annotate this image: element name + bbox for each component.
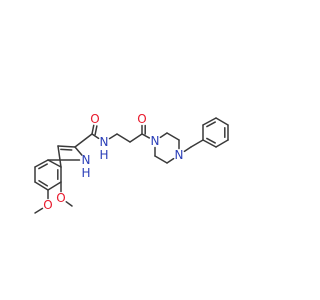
atom-o-meo4: O bbox=[56, 191, 65, 205]
single-bond bbox=[215, 139, 229, 148]
atom-symbol: O bbox=[90, 112, 99, 126]
double-bond-inner bbox=[94, 125, 98, 136]
single-bond bbox=[141, 133, 151, 139]
single-bond bbox=[215, 117, 229, 126]
single-bond bbox=[47, 181, 62, 191]
single-bond bbox=[91, 133, 100, 140]
single-bond bbox=[34, 207, 44, 214]
double-bond bbox=[202, 139, 217, 148]
double-bond-inner bbox=[38, 179, 49, 187]
atom-symbol: O bbox=[56, 191, 65, 205]
single-bond bbox=[65, 201, 73, 207]
atom-hydrogen: H bbox=[99, 148, 108, 162]
atom-n-pip1: N bbox=[151, 134, 160, 148]
single-bond bbox=[116, 133, 131, 143]
single-bond bbox=[166, 132, 180, 141]
single-bond bbox=[166, 157, 175, 164]
double-bond bbox=[57, 145, 76, 148]
double-bond bbox=[34, 181, 49, 191]
single-bond bbox=[74, 133, 93, 148]
atom-hydrogen: H bbox=[81, 166, 90, 180]
single-bond bbox=[57, 145, 62, 168]
atom-n-amide: NH bbox=[99, 135, 108, 162]
double-bond-inner bbox=[60, 148, 73, 151]
single-bond bbox=[47, 159, 62, 168]
single-bond bbox=[154, 155, 168, 164]
single-bond bbox=[159, 132, 168, 139]
atom-n-pip4: N bbox=[175, 148, 184, 162]
single-bond bbox=[129, 133, 143, 143]
single-bond bbox=[108, 133, 118, 140]
double-bond bbox=[34, 159, 49, 168]
single-bond bbox=[74, 146, 83, 156]
atom-o-meo5: O bbox=[43, 198, 52, 212]
atom-symbol: O bbox=[43, 198, 52, 212]
atom-symbol: N bbox=[82, 153, 91, 167]
single-bond bbox=[183, 146, 192, 153]
atom-o-amide: O bbox=[90, 112, 99, 126]
double-bond bbox=[91, 124, 95, 135]
bond-layer bbox=[34, 117, 229, 214]
atom-n-indole: NH bbox=[81, 153, 90, 180]
single-bond bbox=[190, 139, 204, 148]
atom-symbol: N bbox=[151, 134, 160, 148]
double-bond-inner bbox=[206, 137, 216, 144]
atom-symbol: N bbox=[175, 148, 184, 162]
double-bond-inner bbox=[206, 121, 216, 128]
double-bond bbox=[202, 117, 217, 126]
double-bond-inner bbox=[38, 163, 48, 170]
atom-symbol: O bbox=[137, 112, 146, 126]
atom-o-ketone: O bbox=[137, 112, 146, 126]
atom-symbol: N bbox=[100, 135, 109, 149]
